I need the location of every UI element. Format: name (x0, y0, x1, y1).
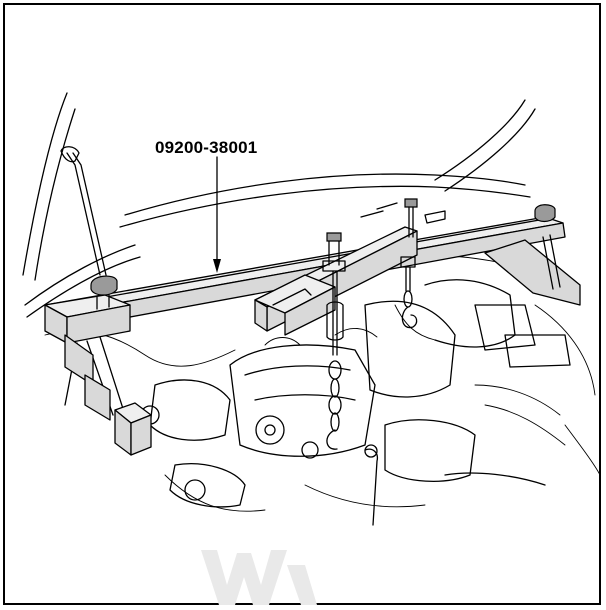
vehicle-body-outline (22, 92, 601, 512)
cross-beam (254, 226, 418, 336)
engine-support-fixture-illustration (22, 92, 601, 605)
diagram-frame: 09200-38001 (3, 3, 601, 605)
front-lifting-hook-chain (322, 232, 346, 450)
engine-components (140, 279, 571, 526)
part-number-leader-line (213, 156, 221, 273)
watermark (201, 550, 317, 605)
left-support-foot (44, 275, 152, 456)
right-support-foot (484, 204, 581, 306)
part-number-label: 09200-38001 (155, 138, 258, 157)
hood-prop-rod (60, 146, 107, 276)
rear-lifting-hook-chain (360, 198, 446, 329)
